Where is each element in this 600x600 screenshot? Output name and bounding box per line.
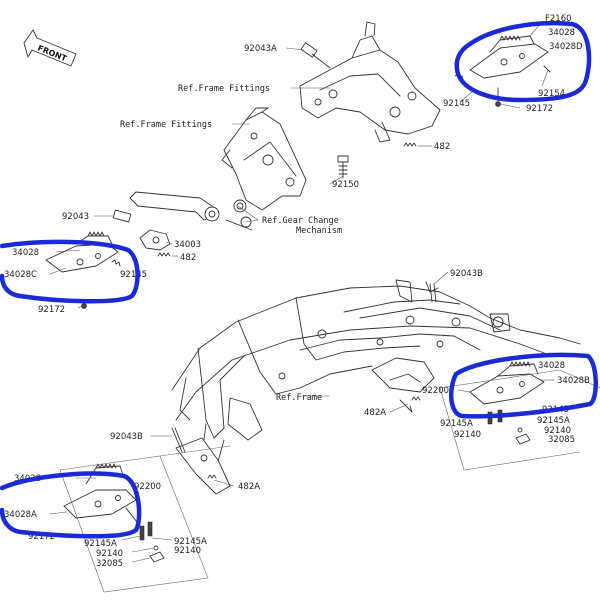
- part-label: 92140: [544, 426, 571, 436]
- bolt-92043a-top: [300, 42, 331, 69]
- part-label: 92043: [62, 212, 89, 222]
- part-label: 92043B: [450, 269, 483, 279]
- part-label: 32085: [548, 435, 575, 445]
- highlight-annotations: [0, 20, 598, 539]
- bolt-92043b-right: [429, 283, 437, 303]
- part-label: 482: [434, 142, 450, 152]
- part-label: 92200: [134, 482, 161, 492]
- part-label: 92150: [332, 180, 359, 190]
- mid-frame-fittings: [221, 107, 307, 211]
- part-label: 482: [180, 253, 196, 263]
- part-number-labels: F2160 34028 34028D 92043A 92154 92145 92…: [4, 14, 590, 569]
- exploded-box-right: [439, 369, 600, 471]
- part-label: 92145A: [84, 539, 117, 549]
- part-label: 92043B: [110, 432, 143, 442]
- part-label: 92145: [120, 270, 147, 280]
- part-label: 34028: [12, 248, 39, 258]
- bolt-92043: [112, 209, 132, 223]
- highlight-top-right: [454, 20, 592, 103]
- ref-gear-change: Ref.Gear Change: [262, 216, 339, 226]
- part-label: 34028: [548, 28, 575, 38]
- part-label: 34003: [174, 240, 201, 250]
- part-label: 92145: [443, 99, 470, 109]
- part-label: 34028C: [4, 270, 37, 280]
- part-label: 92145A: [537, 416, 570, 426]
- rear-footpeg-right-upper: [454, 35, 551, 107]
- front-arrow-icon: FRONT: [23, 29, 77, 67]
- front-footpeg-left: [45, 231, 121, 309]
- rear-footrest-bracket-right: [299, 21, 441, 143]
- part-label: 92140: [96, 549, 123, 559]
- highlight-bottom-left: [0, 471, 142, 539]
- ref-gear-change-mechanism: Mechanism: [296, 226, 342, 236]
- ref-frame: Ref.Frame: [276, 393, 322, 403]
- spring-482-top: [403, 142, 417, 147]
- part-label: 92043A: [244, 44, 277, 54]
- part-label: 92145A: [440, 419, 473, 429]
- part-label: 92154: [538, 89, 565, 99]
- ref-frame-fittings-mid: Ref.Frame Fittings: [120, 120, 212, 130]
- part-label: 92140: [174, 546, 201, 556]
- highlight-left: [0, 239, 140, 304]
- rear-footpeg-left: [63, 463, 165, 563]
- part-label: F2160: [545, 14, 572, 24]
- part-label: 34028B: [557, 376, 590, 386]
- leader-lines: [49, 23, 554, 563]
- ref-frame-fittings-top: Ref.Frame Fittings: [178, 84, 270, 94]
- exploded-box-bottom: [59, 445, 231, 593]
- bolt-92150: [337, 155, 349, 179]
- part-label: 34028: [538, 361, 565, 371]
- spring-482a-right: [411, 396, 421, 401]
- part-label: 92145A: [174, 537, 207, 547]
- part-label: 482A: [238, 482, 260, 492]
- bolt-92043b-left: [171, 427, 186, 453]
- part-label: 92200: [422, 386, 449, 396]
- shift-link-34003: [139, 229, 171, 257]
- part-label: 92172: [526, 104, 553, 114]
- part-label: 92172: [38, 305, 65, 315]
- part-label: 482A: [364, 408, 386, 418]
- part-label: 32085: [96, 559, 123, 569]
- part-label: 92172: [28, 532, 55, 542]
- rear-footpeg-right-lower: [469, 361, 545, 445]
- part-label: 34028A: [4, 510, 37, 520]
- shift-lever: [129, 191, 253, 231]
- highlight-right: [448, 352, 598, 419]
- part-label: 34028D: [549, 42, 583, 52]
- reference-labels: Ref.Frame Fittings Ref.Frame Fittings Re…: [120, 84, 342, 403]
- part-label: 92140: [454, 430, 481, 440]
